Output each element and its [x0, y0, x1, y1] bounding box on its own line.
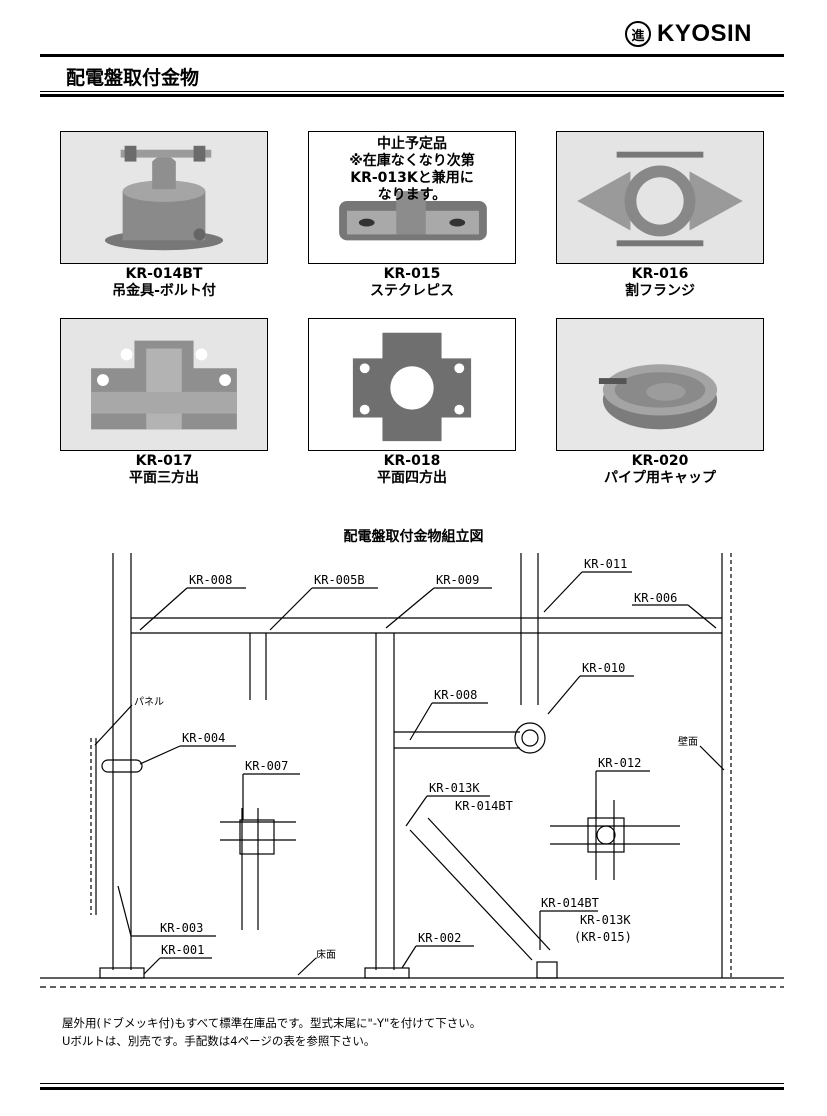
diagram-label: KR-008 — [434, 688, 478, 702]
footer-rule-thick — [40, 1087, 784, 1090]
diagram-label: KR-004 — [182, 731, 226, 745]
diagram-label: KR-003 — [160, 921, 204, 935]
diagram-label: KR-012 — [598, 756, 642, 770]
diagram-label: 床面 — [316, 950, 336, 961]
diagram-label: KR-001 — [161, 943, 205, 957]
diagram-label: KR-009 — [436, 573, 480, 587]
logo-mark: 進 — [625, 21, 651, 47]
diagram-label: 壁面 — [678, 737, 698, 748]
product-image-kr-020 — [556, 318, 764, 451]
logo-text: KYOSIN — [657, 20, 753, 47]
product-caption: KR-017 平面三方出 — [129, 453, 199, 486]
product-image-kr-014bt — [60, 131, 268, 264]
brand-logo: 進 KYOSIN — [625, 20, 752, 48]
diagram-label: KR-013K — [580, 913, 631, 927]
discontinued-notice: 中止予定品 ※在庫なくなり次第 KR-013Kと兼用に なります。 — [349, 136, 475, 203]
header-rule-top — [40, 54, 784, 57]
diagram-label: KR-011 — [584, 557, 628, 571]
diagram-label: KR-002 — [418, 931, 462, 945]
diagram-label: KR-008 — [189, 573, 233, 587]
product-caption: KR-016 割フランジ — [625, 266, 695, 299]
diagram-label: (KR-015) — [574, 930, 632, 944]
diagram-label: KR-010 — [582, 661, 626, 675]
product-caption: KR-020 パイプ用キャップ — [604, 453, 716, 486]
product-image-kr-016 — [556, 131, 764, 264]
header-rule-thin — [40, 91, 784, 92]
header-rule-bottom — [40, 94, 784, 97]
diagram-label: KR-014BT — [455, 799, 513, 813]
note-line: Uボルトは、別売です。手配数は4ページの表を参照下さい。 — [62, 1034, 376, 1048]
product-image-kr-018 — [308, 318, 516, 451]
diagram-label: KR-014BT — [541, 896, 599, 910]
product-caption: KR-014BT 吊金具-ボルト付 — [112, 266, 216, 299]
diagram-label: KR-005B — [314, 573, 365, 587]
diagram-title: 配電盤取付金物組立図 — [343, 529, 484, 545]
diagram-label: パネル — [134, 697, 164, 708]
diagram-label: KR-013K — [429, 781, 480, 795]
product-caption: KR-015 ステクレピス — [370, 266, 454, 299]
product-caption: KR-018 平面四方出 — [377, 453, 447, 486]
assembly-diagram — [40, 553, 784, 988]
footer-rule-thin — [40, 1083, 784, 1084]
note-line: 屋外用(ドブメッキ付)もすべて標準在庫品です。型式末尾に"-Y"を付けて下さい。 — [62, 1016, 482, 1030]
diagram-label: KR-007 — [245, 759, 289, 773]
diagram-label: KR-006 — [634, 591, 678, 605]
product-image-kr-017 — [60, 318, 268, 451]
page-title: 配電盤取付金物 — [66, 67, 200, 89]
product-image-kr-015: 中止予定品 ※在庫なくなり次第 KR-013Kと兼用に なります。 — [308, 131, 516, 264]
